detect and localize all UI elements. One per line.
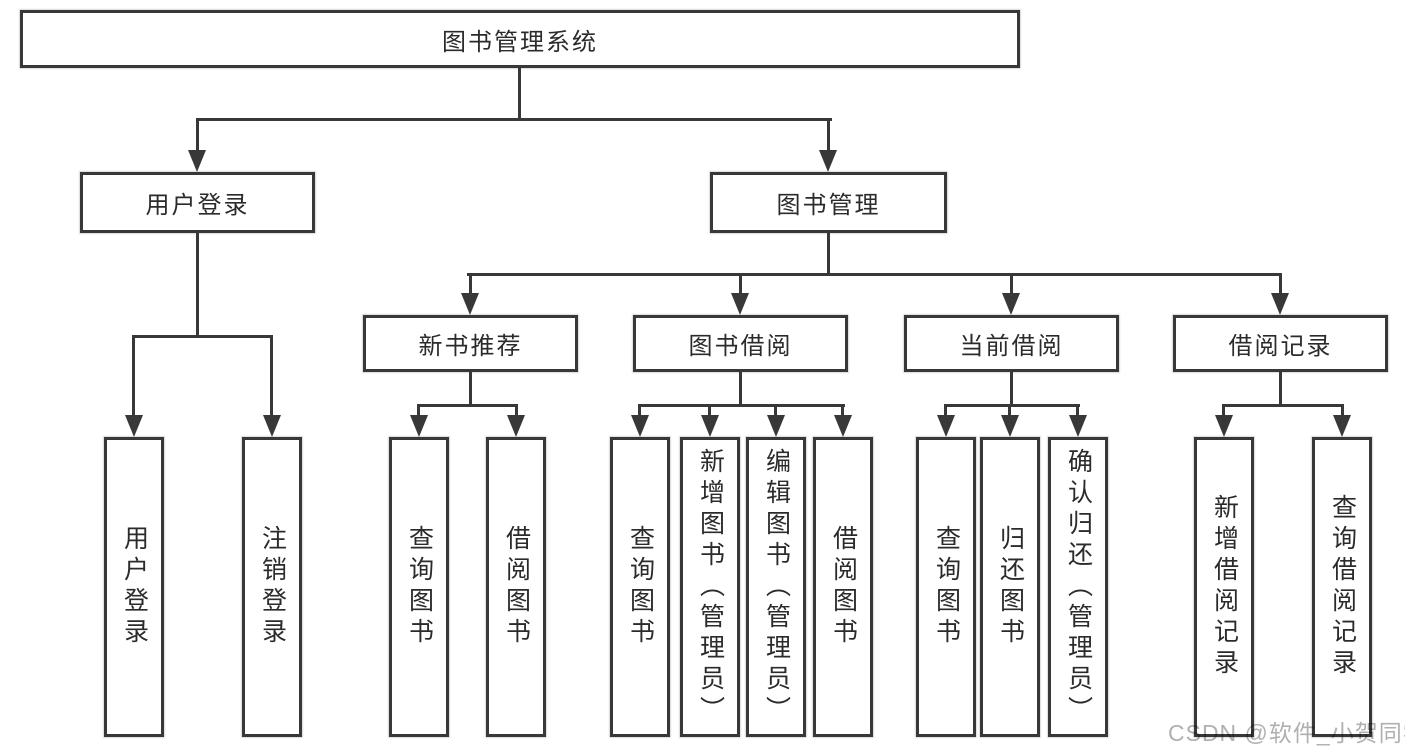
connector-vline: [1341, 404, 1344, 418]
connector-vline: [944, 404, 947, 418]
leaf-add-borrow-record: 新增借阅记录: [1194, 437, 1254, 737]
arrowhead-down-icon: [767, 415, 785, 437]
connector-hline: [944, 404, 1080, 407]
leaf-borrow-books-recommend: 借阅图书: [486, 437, 546, 737]
connector-hline: [1222, 404, 1344, 407]
arrowhead-down-icon: [701, 415, 719, 437]
connector-vline: [469, 372, 472, 406]
arrowhead-down-icon: [125, 415, 143, 437]
arrowhead-down-icon: [631, 415, 649, 437]
leaf-borrow-books-borrowing: 借阅图书: [813, 437, 873, 737]
arrowhead-down-icon: [819, 150, 837, 172]
arrowhead-down-icon: [410, 415, 428, 437]
leaf-add-book-admin: 新增图书（管理员）: [680, 437, 740, 737]
leaf-query-books-current: 查询图书: [916, 437, 976, 737]
csdn-watermark: CSDN @软件_小贺同学: [1168, 720, 1405, 746]
node-library-management-system: 图书管理系统: [20, 10, 1020, 68]
leaf-query-borrow-record: 查询借阅记录: [1312, 437, 1372, 737]
connector-hline: [417, 404, 518, 407]
arrowhead-down-icon: [507, 415, 525, 437]
arrowhead-down-icon: [263, 415, 281, 437]
connector-vline: [638, 404, 641, 418]
connector-vline: [515, 404, 518, 418]
node-new-book-recommendation: 新书推荐: [363, 315, 578, 372]
arrowhead-down-icon: [1069, 415, 1087, 437]
arrowhead-down-icon: [461, 293, 479, 315]
connector-vline: [774, 404, 777, 418]
leaf-edit-book-admin: 编辑图书（管理员）: [746, 437, 806, 737]
connector-vline: [1008, 404, 1011, 418]
connector-vline: [469, 273, 472, 297]
leaf-query-books-recommend: 查询图书: [389, 437, 449, 737]
node-book-borrowing: 图书借阅: [633, 315, 848, 372]
connector-vline: [841, 404, 844, 418]
node-user-login: 用户登录: [80, 172, 315, 233]
node-borrowing-records: 借阅记录: [1173, 315, 1388, 372]
arrowhead-down-icon: [834, 415, 852, 437]
connector-vline: [1076, 404, 1079, 418]
node-book-management: 图书管理: [710, 172, 947, 233]
connector-vline: [739, 273, 742, 297]
connector-vline: [1279, 372, 1282, 406]
arrowhead-down-icon: [1333, 415, 1351, 437]
arrowhead-down-icon: [1215, 415, 1233, 437]
leaf-logout: 注销登录: [242, 437, 302, 737]
connector-vline: [739, 372, 742, 406]
connector-vline: [708, 404, 711, 418]
connector-vline: [518, 67, 521, 120]
leaf-user-login: 用户登录: [104, 437, 164, 737]
connector-vline: [132, 335, 135, 418]
connector-hline: [132, 335, 273, 338]
connector-vline: [1279, 273, 1282, 297]
connector-hline: [196, 118, 832, 121]
leaf-query-books-borrowing: 查询图书: [610, 437, 670, 737]
arrowhead-down-icon: [1271, 293, 1289, 315]
leaf-confirm-return-admin: 确认归还（管理员）: [1048, 437, 1108, 737]
connector-vline: [270, 335, 273, 418]
connector-vline: [827, 233, 830, 275]
node-current-borrowing: 当前借阅: [904, 315, 1119, 372]
connector-vline: [196, 233, 199, 337]
connector-vline: [417, 404, 420, 418]
connector-vline: [1010, 273, 1013, 297]
leaf-return-books: 归还图书: [980, 437, 1040, 737]
arrowhead-down-icon: [731, 293, 749, 315]
connector-vline: [827, 118, 830, 154]
arrowhead-down-icon: [188, 150, 206, 172]
arrowhead-down-icon: [937, 415, 955, 437]
arrowhead-down-icon: [1002, 293, 1020, 315]
connector-hline: [467, 273, 1281, 276]
connector-vline: [196, 118, 199, 154]
connector-hline: [638, 404, 845, 407]
arrowhead-down-icon: [1001, 415, 1019, 437]
connector-vline: [1010, 372, 1013, 406]
connector-vline: [1222, 404, 1225, 418]
